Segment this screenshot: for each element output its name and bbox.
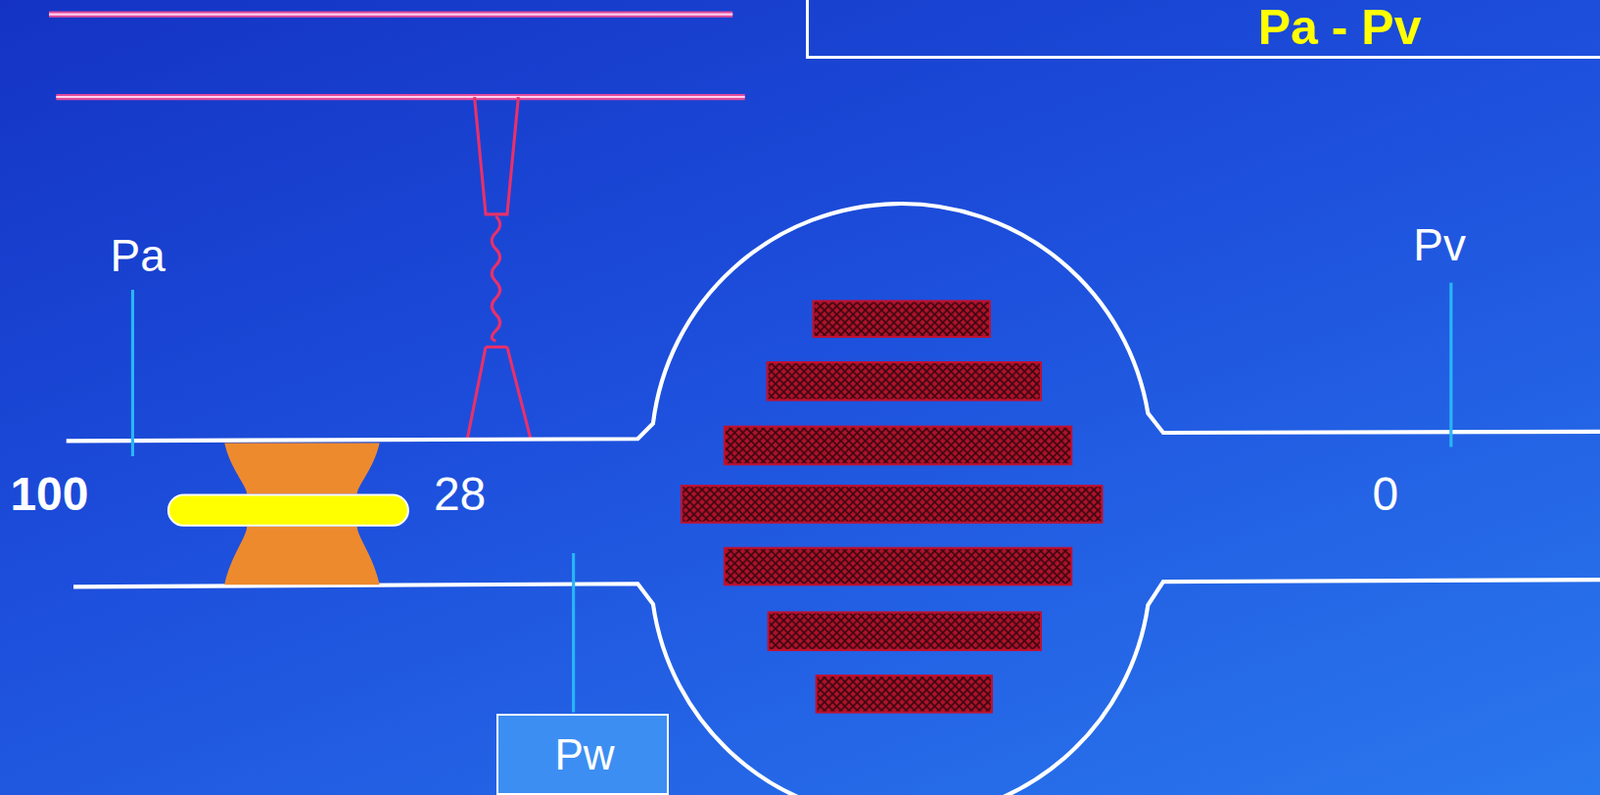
pressure-value: 28 xyxy=(433,470,486,518)
node-text: Pw xyxy=(554,733,614,777)
pressure-value: 0 xyxy=(1372,470,1400,518)
pressure-label: Pa xyxy=(110,233,166,279)
sensor-box: Pw xyxy=(496,713,668,795)
formula-box: Pa - Pv xyxy=(805,0,1600,59)
node-text: Pa - Pv xyxy=(1258,2,1422,52)
pressure-value: 100 xyxy=(9,470,89,518)
pressure-label: Pv xyxy=(1412,222,1466,268)
